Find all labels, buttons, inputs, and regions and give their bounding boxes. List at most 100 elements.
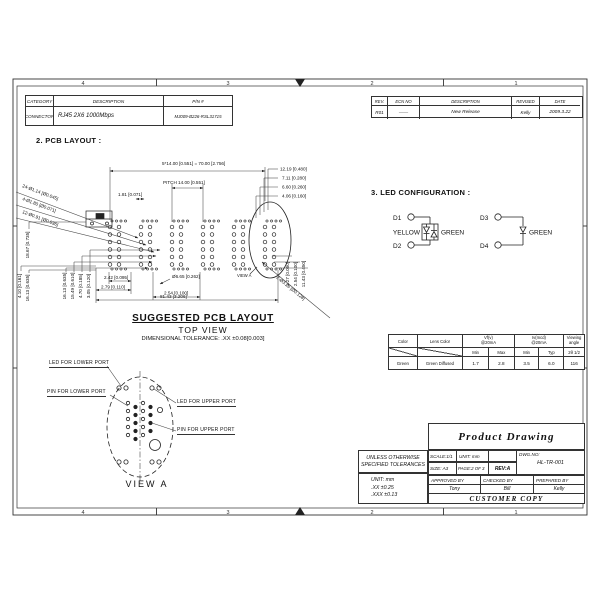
dim-254-label: 2.54 [0.100] (164, 291, 188, 296)
led-spec-table: Color Lens Color Vf(v) @20mA Iv(mcd) @20… (388, 334, 585, 370)
led-col-vf: Vf(v) @20mA (463, 335, 515, 348)
dim-8143-label: 81.43 [3.206] (160, 294, 187, 299)
ecn-header: ECN NO (388, 97, 420, 106)
view-a-led-lower-label: LED FOR LOWER PORT (49, 360, 110, 368)
dim-665-label: Ø6.65 [0.262] (172, 274, 200, 279)
dim-181-label: 1.81 [0.071] (118, 192, 142, 197)
zone-bottom-1: 1 (514, 510, 517, 516)
zone-top-3: 3 (226, 81, 229, 87)
dim-right-4: 4.06 [0.160] (282, 194, 306, 199)
led-d4-label: D4 (480, 243, 489, 250)
led-green-right-label: GREEN (529, 230, 552, 237)
led-circuit (407, 213, 527, 249)
date-value: 2009.3.22 (549, 110, 571, 115)
led-row-angle: 116 (570, 360, 578, 366)
page-value: PAGE:2 OF 3 (458, 466, 485, 471)
led-sub-angle: 2θ 1/2 (564, 348, 584, 357)
pcb-layout-section-title: 2. PCB LAYOUT : (36, 136, 102, 145)
dim-right-rot-3: 11.43 [0.450] (301, 261, 306, 287)
view-a-pin-lower-label: PIN FOR LOWER PORT (47, 389, 106, 397)
zone-top-1: 1 (514, 81, 517, 87)
dim-left-outer-3: 16.13 [0.635] (25, 275, 30, 302)
unit-mm-line: UNIT: mm (371, 477, 395, 484)
view-a-caption: VIEW A (125, 479, 169, 489)
tol-xxx-line: .XXX ±0.13 (371, 492, 398, 499)
view-a-drawing (106, 365, 177, 483)
tolerance-note-box: UNLESS OTHERWISE SPECIFIED TOLERANCES (358, 450, 428, 473)
led-col-vf-line1: Vf(v) (484, 335, 493, 341)
rev-cell: REV:A (488, 462, 517, 475)
led-sub-max: Max (488, 348, 515, 357)
led-slash-cell-2 (417, 348, 464, 357)
rev-value: R01 (372, 106, 388, 119)
dim-left-outer-1: 18.67 [0.735] (25, 232, 30, 259)
dim-left-outer-2: 4.10 [0.161] (17, 274, 22, 298)
checked-name: Bill (503, 486, 511, 492)
rev-description-header: DESCRIPTION (420, 97, 512, 106)
rev-description-value: New Release (420, 106, 512, 119)
led-slash-cell-1 (389, 348, 418, 357)
category-value: CONNECTOR (26, 107, 54, 125)
led-row-color: Green (389, 357, 418, 369)
led-yellow-label: YELLOW (393, 230, 421, 237)
dim-left-inner-2: 15.49 [0.610] (70, 273, 75, 300)
dwg-no-value: HL-TR-001 (537, 460, 564, 466)
pn-value: MJ009-B226-RSL31715 (174, 113, 222, 119)
led-col-iv: Iv(mcd) @20mA (514, 335, 565, 348)
centering-marks (295, 79, 305, 515)
zone-top-4: 4 (81, 81, 84, 87)
led-col-lens: Lens Color (417, 335, 464, 348)
led-col-color: Color (389, 335, 418, 348)
zone-bottom-3: 3 (226, 510, 229, 516)
view-a-ref-label: VIEW A (237, 273, 252, 278)
revised-value: Kelly (512, 106, 540, 119)
approved-name: Tony (449, 486, 460, 492)
description-value: RJ45 2X6 1000Mbps (54, 107, 164, 125)
dim-right-1: 12.19 [0.480] (280, 167, 307, 172)
view-a-pin-upper-label: PIN FOR UPPER PORT (177, 427, 235, 435)
product-drawing-title: Product Drawing (428, 423, 585, 450)
zone-bottom-2: 2 (370, 510, 373, 516)
approved-by-label: APPROVED BY (431, 477, 464, 483)
tolerance-note-line1: UNLESS OTHERWISE (366, 454, 420, 461)
revision-table: REV. ECN NO DESCRIPTION REVISED DATE R01… (371, 96, 583, 119)
dim-242-label: 2.42 [0.095] (104, 275, 128, 280)
size-value: SIZE: A3 (430, 466, 449, 471)
scale-cell: SCALE:1/1 (428, 450, 457, 462)
dim-left-inner-3: 4.70 [0.185] (78, 274, 83, 298)
rev-value-cell: REV:A (494, 465, 511, 472)
zone-top-2: 2 (370, 81, 373, 87)
tolerance-values-box: UNIT: mm .XX ±0.25 .XXX ±0.13 (358, 473, 428, 504)
led-row-vf-max: 2.8 (489, 357, 515, 369)
pn-header: P/N # (164, 96, 232, 107)
led-col-vf-line2: @20mA (480, 340, 497, 345)
prepared-name: Kelly (553, 486, 565, 492)
led-d3-label: D3 (480, 215, 489, 222)
dim-right-3: 6.60 [0.260] (282, 185, 306, 190)
led-col-viewing-line1: Viewing (566, 335, 582, 341)
projection-cell (488, 450, 517, 462)
view-a-led-upper-label: LED FOR UPPER PORT (177, 399, 237, 407)
dim-right-2: 7.11 [0.280] (282, 176, 306, 181)
led-col-iv-line2: @20mA (531, 340, 547, 345)
unit-cell: UNIT: mm (456, 450, 489, 462)
pcb-dimension-labels: 5*14.00 [0.551] = 70.00 [2.756] PITCH 14… (17, 161, 307, 301)
dim-279-label: 2.79 [0.110] (101, 285, 125, 290)
zone-bottom-4: 4 (81, 510, 84, 516)
led-col-viewing: Viewing angle (564, 335, 584, 348)
page-cell: PAGE:2 OF 3 (456, 462, 489, 475)
dwg-no-cell: DWG.NO: HL-TR-001 (516, 450, 585, 475)
led-row-iv-typ: 6.0 (539, 357, 565, 369)
dwg-no-label: DWG.NO: (519, 452, 540, 457)
led-sub-typ: Typ (539, 348, 565, 357)
date-header: DATE (540, 97, 580, 106)
led-sub-min1: Min (463, 348, 489, 357)
zone-numbers: 4 3 2 1 4 3 2 1 (81, 81, 517, 516)
led-config-section-title: 3. LED CONFIGURATION : (371, 188, 471, 197)
led-col-viewing-line2: angle (568, 340, 580, 345)
pcb-caption-title: SUGGESTED PCB LAYOUT (132, 313, 274, 324)
prepared-by-label: PREPARED BY (536, 477, 569, 483)
led-circuit-labels: D1 D2 D3 D4 YELLOW GREEN GREEN (393, 215, 553, 250)
